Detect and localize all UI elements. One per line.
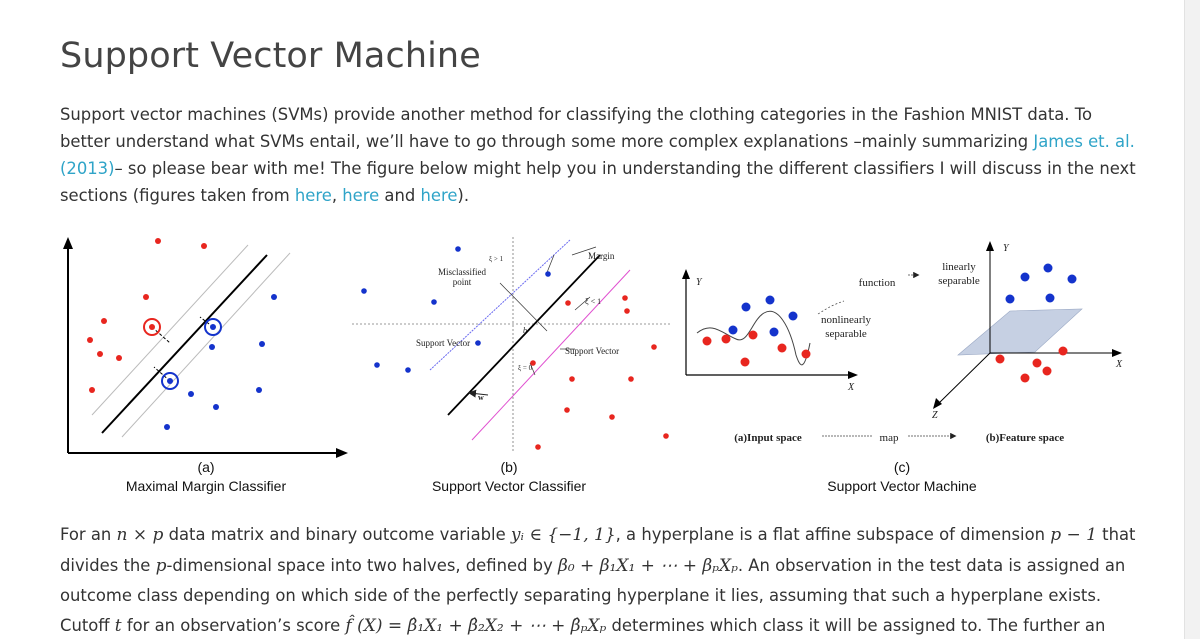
panel-c-separable-right-label: separable: [938, 275, 980, 287]
panel-a: (a) Maximal Margin Classifier: [63, 237, 348, 494]
panel-a-blue-points: [161, 294, 277, 430]
panel-a-support-ring-blue-1: [204, 318, 222, 336]
panel-c-input-y-label: Y: [696, 277, 703, 288]
intro-text-3: ).: [457, 186, 470, 205]
panel-c-input-x-label: X: [847, 382, 855, 393]
panel-a-support-link-3: [153, 366, 171, 382]
math-p: p: [155, 555, 167, 576]
body-text-3: , a hyperplane is a flat affine subspace…: [615, 525, 1051, 544]
panel-a-red-points: [87, 238, 207, 393]
panel-c-input-x-arrow-icon: [848, 371, 858, 379]
panel-b-xi0-pointer: [529, 362, 536, 376]
panel-a-support-ring-red: [143, 318, 161, 336]
panel-b-xi-lt1-label: ξ < 1: [585, 297, 601, 306]
panel-b-margin-label: Margin: [588, 251, 615, 261]
panel-c-decision-curve: [696, 310, 811, 366]
panel-c: Y X function nonlinearly separable linea…: [682, 241, 1123, 494]
panel-c-input-red-points: [702, 330, 811, 367]
panel-c-feature-red-points: [995, 346, 1068, 383]
panel-c-separable-left-label: separable: [825, 328, 867, 340]
panel-b: Margin Misclassified point Support Vecto…: [352, 237, 672, 494]
body-paragraph: For an n × p data matrix and binary outc…: [60, 520, 1140, 641]
link-here-1[interactable]: here: [294, 186, 332, 205]
intro-text-1: Support vector machines (SVMs) provide a…: [60, 105, 1092, 151]
svm-figure: (a) Maximal Margin Classifier: [63, 237, 1123, 494]
panel-a-margin-line-right: [121, 252, 291, 438]
body-text-2: data matrix and binary outcome variable: [163, 525, 511, 544]
link-james-2013[interactable]: James et. al. (2013): [60, 132, 1135, 178]
body-text-1: For an: [60, 525, 117, 544]
panel-b-hyperplane: [447, 254, 601, 416]
panel-c-feature-x-label: X: [1115, 359, 1123, 370]
panel-b-margin-line-upper: [429, 239, 571, 371]
intro-paragraph: Support vector machines (SVMs) provide a…: [60, 101, 1140, 209]
page-title: Support Vector Machine: [60, 36, 481, 76]
panel-a-y-arrow-icon: [63, 237, 73, 249]
panel-b-w-label: w: [478, 393, 484, 402]
panel-c-input-y-arrow-icon: [682, 269, 690, 279]
math-hyperplane-equation: β₀ + β₁X₁ + ⋯ + βₚXₚ: [558, 555, 738, 576]
math-score-equation: f̂ (X) = β̂₁X₁ + β̂₂X₂ + ⋯ + β̂ₚXₚ: [345, 615, 607, 636]
math-n-by-p: n × p: [116, 525, 164, 545]
panel-a-letter: (a): [197, 459, 214, 475]
panel-b-margin-pointer: [571, 246, 597, 256]
math-t: t: [114, 615, 122, 636]
panel-b-b-distance: [499, 282, 548, 332]
panel-a-caption: Maximal Margin Classifier: [126, 478, 287, 494]
panel-c-feature-z-label: Z: [932, 410, 938, 421]
panel-c-feature-space-label: (b)Feature space: [986, 432, 1064, 444]
body-text-4: that divides the: [60, 525, 1136, 575]
panel-a-x-arrow-icon: [336, 448, 348, 458]
link-here-3[interactable]: here: [420, 186, 458, 205]
panel-c-feature-blue-points: [1005, 263, 1077, 304]
panel-b-xi0-label: ξ = 0: [518, 364, 533, 372]
panel-c-feature-z-arrow-icon: [933, 398, 942, 409]
panel-b-point-label: point: [453, 277, 472, 287]
panel-b-margin-line-lower: [471, 269, 631, 441]
panel-b-letter: (b): [500, 459, 517, 475]
scrollbar[interactable]: [1184, 0, 1200, 639]
panel-c-feature-y-arrow-icon: [986, 241, 994, 251]
panel-b-misclassified-label: Misclassified: [438, 267, 486, 277]
panel-c-input-space-label: (a)Input space: [734, 432, 802, 444]
panel-c-input-blue-points: [728, 295, 798, 337]
intro-sep-2: and: [379, 186, 421, 205]
panel-c-nonlinearly-label: nonlinearly: [821, 314, 872, 326]
panel-c-linearly-label: linearly: [942, 261, 976, 273]
math-yi: yᵢ ∈ {−1, 1}: [510, 525, 616, 545]
intro-sep-1: ,: [331, 186, 343, 205]
panel-c-function-label: function: [859, 277, 896, 289]
panel-c-feature-x-arrow-icon: [1112, 349, 1122, 357]
panel-b-w-arrow-icon: [468, 389, 489, 398]
panel-c-feature-z-axis: [936, 352, 991, 406]
intro-text-2: – so please bear with me! The figure bel…: [60, 159, 1136, 205]
panel-c-caption: Support Vector Machine: [827, 478, 977, 494]
body-text-5: -dimensional space into two halves, defi…: [166, 555, 558, 575]
panel-c-curve-pointer: [817, 300, 845, 315]
body-text-7: for an observation’s score: [121, 615, 346, 635]
panel-b-support-vector-right-label: Support Vector: [565, 346, 619, 356]
panel-b-blue-points: [361, 246, 551, 373]
panel-a-support-link-1: [151, 326, 171, 344]
panel-a-hyperplane: [101, 254, 268, 434]
panel-b-b-label: b: [523, 326, 527, 335]
panel-c-map-label: map: [880, 432, 899, 444]
panel-b-red-points: [530, 295, 669, 450]
body-text-6: . An observation in the test data is ass…: [60, 555, 1126, 635]
panel-a-support-ring-blue-2: [161, 372, 179, 390]
panel-b-caption: Support Vector Classifier: [432, 478, 586, 494]
panel-a-margin-line-left: [91, 244, 249, 416]
panel-b-xi-gt1-label: ξ > 1: [489, 255, 504, 263]
panel-c-letter: (c): [894, 459, 910, 475]
panel-b-xi-lt1-pointer: [574, 296, 591, 311]
panel-b-support-vector-left-label: Support Vector: [416, 338, 470, 348]
link-here-2[interactable]: here: [342, 186, 380, 205]
body-text-8: determines which class it will be assign…: [606, 615, 1106, 635]
math-p-minus-1: p − 1: [1050, 525, 1097, 545]
panel-c-feature-y-label: Y: [1003, 243, 1010, 254]
